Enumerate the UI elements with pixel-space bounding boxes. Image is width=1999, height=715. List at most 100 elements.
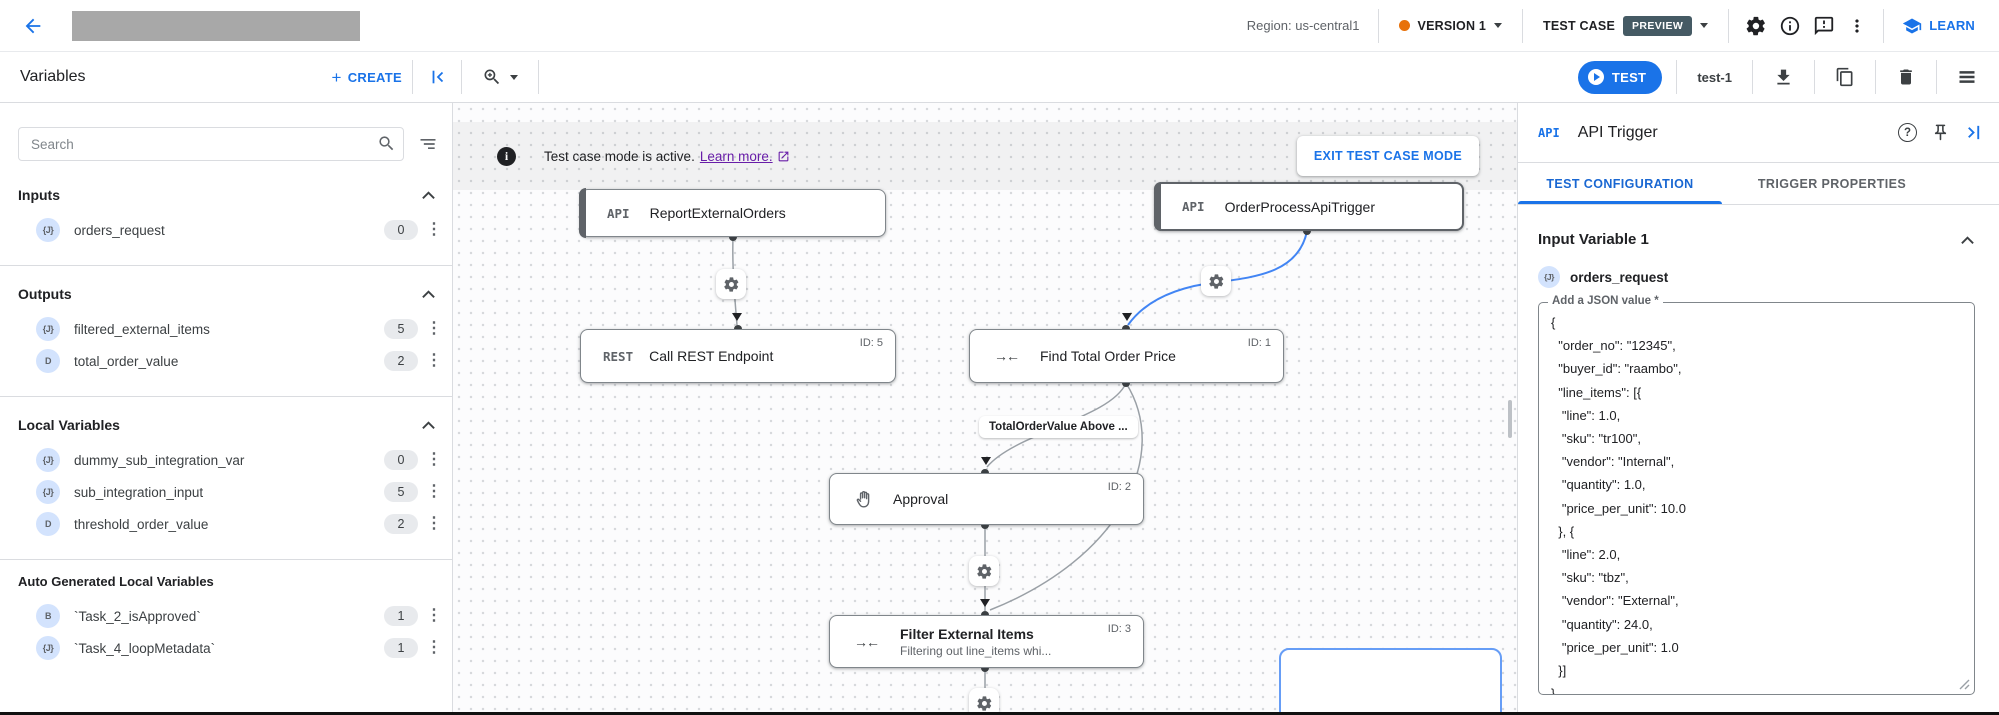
- banner-message: Test case mode is active.: [544, 148, 695, 164]
- test-case-name[interactable]: test-1: [1697, 69, 1732, 85]
- variable-name: filtered_external_items: [74, 321, 210, 337]
- section-header-local-variables[interactable]: Local Variables: [18, 417, 436, 433]
- test-button-label: TEST: [1611, 69, 1647, 85]
- variable-row[interactable]: {J} dummy_sub_integration_var 0 ⋮: [36, 447, 442, 473]
- trigger-accent-bar: [1154, 182, 1161, 231]
- variable-row[interactable]: {J} `Task_4_loopMetadata` 1 ⋮: [36, 635, 442, 661]
- usage-count-badge: 0: [384, 220, 418, 240]
- learn-icon: [1903, 18, 1922, 33]
- more-options-button[interactable]: [1841, 10, 1873, 42]
- more-vert-icon[interactable]: ⋮: [426, 515, 442, 532]
- more-vert-icon[interactable]: ⋮: [426, 451, 442, 468]
- edge-settings-button[interactable]: [969, 688, 999, 715]
- variable-row[interactable]: {J} orders_request 0 ⋮: [36, 217, 442, 243]
- more-vert-icon[interactable]: ⋮: [426, 639, 442, 656]
- edge-settings-button[interactable]: [1201, 266, 1231, 296]
- variable-name: sub_integration_input: [74, 484, 204, 500]
- section-header-auto-generated: Auto Generated Local Variables: [18, 574, 436, 589]
- panel-title: API Trigger: [1577, 123, 1658, 141]
- sort-variables-button[interactable]: [412, 128, 444, 160]
- workflow-canvas[interactable]: i Test case mode is active. Learn more. …: [453, 103, 1517, 715]
- variable-name: orders_request: [1570, 269, 1669, 285]
- node-approval[interactable]: Approval ID: 2: [829, 473, 1144, 525]
- filter-list-icon: [420, 139, 436, 149]
- node-find-total-order-price[interactable]: →← Find Total Order Price ID: 1: [969, 329, 1284, 383]
- edge-settings-button[interactable]: [969, 556, 999, 586]
- tab-trigger-properties[interactable]: TRIGGER PROPERTIES: [1757, 176, 1907, 191]
- section-title: Inputs: [18, 187, 60, 203]
- learn-more-link[interactable]: Learn more.: [699, 148, 773, 164]
- zoom-dropdown[interactable]: [476, 61, 524, 93]
- more-vert-icon[interactable]: ⋮: [426, 221, 442, 238]
- variable-row[interactable]: D threshold_order_value 2 ⋮: [36, 511, 442, 537]
- test-button[interactable]: TEST: [1577, 60, 1663, 94]
- pin-panel-button[interactable]: [1931, 123, 1950, 142]
- node-id-label: ID: 5: [859, 337, 883, 349]
- preview-badge: PREVIEW: [1622, 15, 1693, 36]
- gear-icon: [976, 695, 991, 711]
- create-variable-button[interactable]: + CREATE: [331, 69, 402, 86]
- chevron-up-icon: [422, 421, 435, 429]
- learn-button[interactable]: LEARN: [1894, 16, 1983, 36]
- feedback-button[interactable]: [1807, 9, 1841, 43]
- integration-title-redacted: [72, 10, 360, 41]
- double-type-icon: D: [36, 512, 60, 536]
- tab-test-configuration[interactable]: TEST CONFIGURATION: [1546, 176, 1694, 191]
- node-partial-bottom[interactable]: [1279, 648, 1502, 715]
- search-input[interactable]: [18, 127, 404, 161]
- node-call-rest-endpoint[interactable]: REST Call REST Endpoint ID: 5: [580, 329, 896, 383]
- download-icon: [1777, 69, 1790, 84]
- json-value-field: Add a JSON value * { "order_no": "12345"…: [1538, 295, 1975, 695]
- settings-button[interactable]: [1739, 9, 1773, 43]
- node-report-external-orders[interactable]: API ReportExternalOrders: [579, 188, 886, 238]
- more-vert-icon[interactable]: ⋮: [426, 607, 442, 624]
- edge-condition-label[interactable]: TotalOrderValue Above ...: [979, 416, 1138, 438]
- collapse-right-icon: [1968, 125, 1980, 140]
- hand-icon: [854, 489, 875, 510]
- info-button[interactable]: [1773, 9, 1807, 43]
- exit-test-case-mode-button[interactable]: EXIT TEST CASE MODE: [1296, 136, 1479, 176]
- usage-count-badge: 1: [384, 638, 418, 658]
- more-vert-icon[interactable]: ⋮: [426, 483, 442, 500]
- variable-row[interactable]: {J} sub_integration_input 5 ⋮: [36, 479, 442, 505]
- region-label: Region: us-central1: [1246, 18, 1360, 33]
- collapse-panel-button[interactable]: [423, 62, 453, 92]
- converge-arrows-icon: →←: [994, 348, 1020, 364]
- trash-icon: [1900, 69, 1912, 85]
- more-vert-icon[interactable]: ⋮: [426, 352, 442, 369]
- variable-row[interactable]: {J} filtered_external_items 5 ⋮: [36, 316, 442, 342]
- help-button[interactable]: ?: [1898, 123, 1917, 142]
- chevron-up-icon[interactable]: [1960, 235, 1975, 245]
- log-menu-button[interactable]: [1951, 61, 1983, 93]
- back-button[interactable]: [16, 9, 50, 43]
- json-type-icon: {J}: [36, 218, 60, 242]
- canvas-scrollbar[interactable]: [1508, 400, 1512, 438]
- edge-settings-button[interactable]: [716, 269, 746, 299]
- section-header-outputs[interactable]: Outputs: [18, 286, 436, 302]
- version-dropdown[interactable]: VERSION 1: [1389, 19, 1513, 33]
- node-filter-external-items[interactable]: →← Filter External Items Filtering out l…: [829, 615, 1144, 668]
- variable-name: `Task_2_isApproved`: [74, 608, 201, 624]
- json-type-icon: {J}: [36, 480, 60, 504]
- delete-button[interactable]: [1890, 61, 1922, 93]
- copy-button[interactable]: [1829, 61, 1861, 93]
- collapse-panel-button[interactable]: [1964, 123, 1983, 142]
- usage-count-badge: 2: [384, 351, 418, 371]
- download-button[interactable]: [1767, 61, 1800, 94]
- resize-handle[interactable]: [1959, 679, 1970, 690]
- play-icon: [1587, 69, 1604, 85]
- panel-tabs: TEST CONFIGURATION TRIGGER PROPERTIES: [1518, 163, 1999, 205]
- json-value-input[interactable]: { "order_no": "12345", "buyer_id": "raam…: [1551, 315, 1686, 694]
- node-order-process-api-trigger[interactable]: API OrderProcessApiTrigger: [1154, 182, 1464, 231]
- section-title: Auto Generated Local Variables: [18, 574, 214, 589]
- variable-row[interactable]: B `Task_2_isApproved` 1 ⋮: [36, 603, 442, 629]
- gear-icon: [1208, 273, 1223, 289]
- gear-icon: [723, 276, 738, 292]
- info-icon: i: [497, 146, 516, 166]
- field-label: Add a JSON value *: [1548, 295, 1663, 307]
- rest-task-icon: REST: [603, 348, 634, 364]
- more-vert-icon[interactable]: ⋮: [426, 320, 442, 337]
- variable-row[interactable]: D total_order_value 2 ⋮: [36, 348, 442, 374]
- section-header-inputs[interactable]: Inputs: [18, 187, 436, 203]
- test-case-dropdown[interactable]: TEST CASE PREVIEW: [1533, 15, 1718, 36]
